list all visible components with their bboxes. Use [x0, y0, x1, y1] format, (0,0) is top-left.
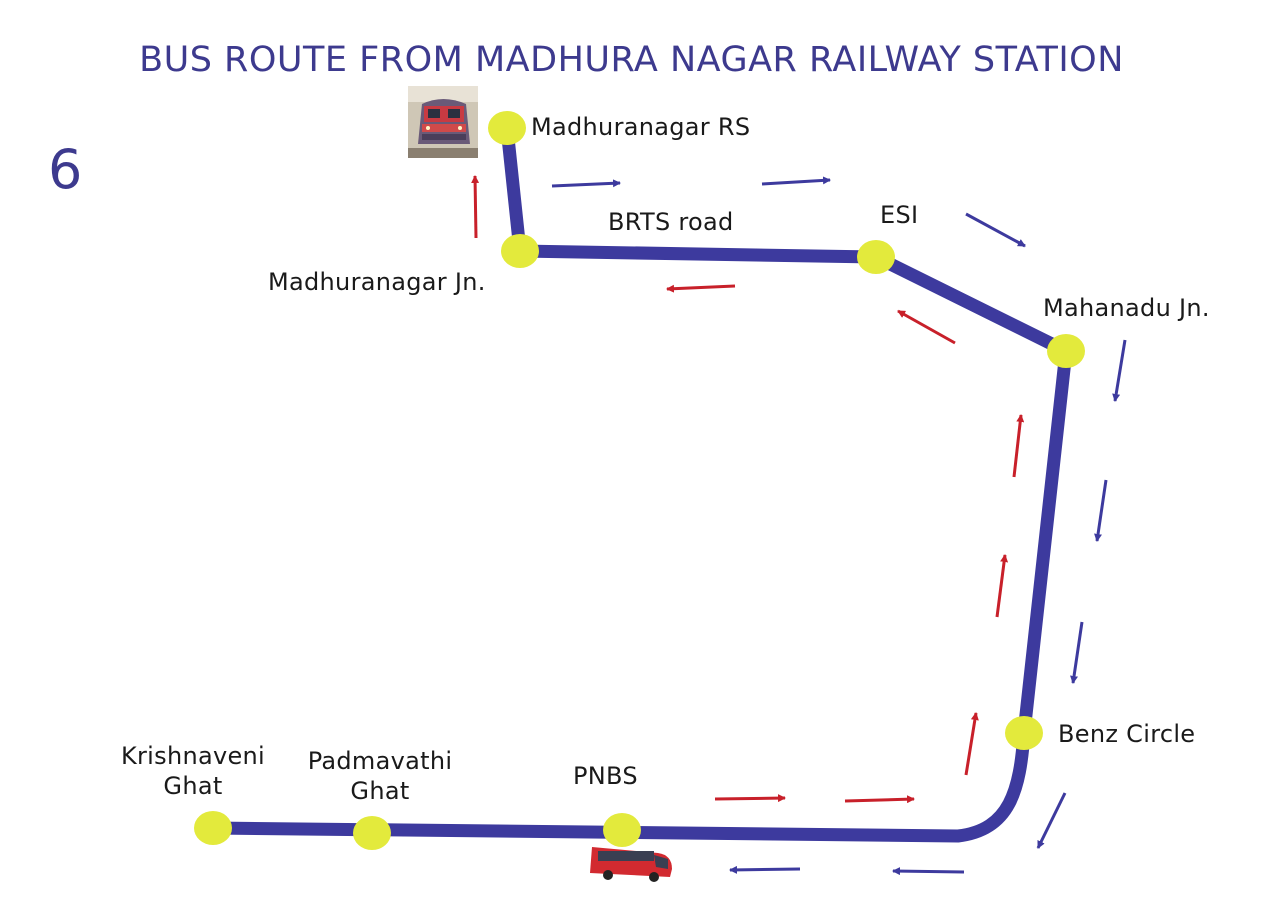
stop-marker-padmavathi-ghat: [353, 816, 391, 850]
stop-marker-madhuranagar-jn: [501, 234, 539, 268]
outbound-arrow: [1112, 339, 1127, 402]
stop-marker-benz-circle: [1005, 716, 1043, 750]
return-arrow: [714, 794, 786, 803]
stop-label-pnbs: PNBS: [573, 762, 638, 790]
return-arrow: [471, 175, 480, 239]
outbound-arrow: [1094, 479, 1108, 542]
stop-marker-esi: [857, 240, 895, 274]
outbound-arrow: [965, 212, 1026, 248]
return-arrow: [897, 309, 956, 345]
stop-marker-mahanadu-jn: [1047, 334, 1085, 368]
stop-label-line: Ghat: [163, 772, 223, 800]
return-arrow: [1012, 414, 1025, 478]
stop-label-madhuranagar-jn: Madhuranagar Jn.: [268, 268, 486, 296]
stop-label-padmavathi-ghat: Padmavathi Ghat: [290, 746, 470, 806]
return-arrow: [666, 284, 736, 293]
road-label-brts: BRTS road: [608, 208, 734, 236]
stop-label-mahanadu-jn: Mahanadu Jn.: [1043, 294, 1210, 322]
outbound-arrow: [1070, 621, 1084, 684]
return-arrows: [471, 175, 1025, 804]
stop-label-line: Ghat: [350, 777, 410, 805]
outbound-arrow: [892, 867, 965, 876]
stop-markers: [194, 111, 1085, 850]
outbound-arrow: [761, 176, 831, 186]
bus-icon: [590, 847, 672, 882]
stop-marker-madhuranagar-rs: [488, 111, 526, 145]
stop-label-madhuranagar-rs: Madhuranagar RS: [531, 113, 751, 141]
stop-marker-pnbs: [603, 813, 641, 847]
stop-label-krishnaveni-ghat: Krishnaveni Ghat: [98, 741, 288, 801]
stop-label-esi: ESI: [880, 201, 919, 229]
route-number: 6: [48, 138, 83, 201]
route-line: [206, 121, 1073, 843]
outbound-arrows: [551, 176, 1127, 876]
outbound-arrow: [729, 865, 801, 874]
return-arrow: [844, 795, 915, 804]
outbound-arrow: [1036, 792, 1067, 849]
return-arrow: [995, 554, 1009, 618]
stop-marker-krishnaveni-ghat: [194, 811, 232, 845]
stop-label-line: Krishnaveni: [120, 742, 266, 770]
train-icon: [408, 86, 478, 158]
return-arrow: [964, 712, 979, 776]
outbound-arrow: [551, 179, 621, 188]
stop-label-line: Padmavathi: [307, 747, 453, 775]
stop-label-benz-circle: Benz Circle: [1058, 720, 1196, 748]
map-title: BUS ROUTE FROM MADHURA NAGAR RAILWAY STA…: [139, 40, 1124, 80]
